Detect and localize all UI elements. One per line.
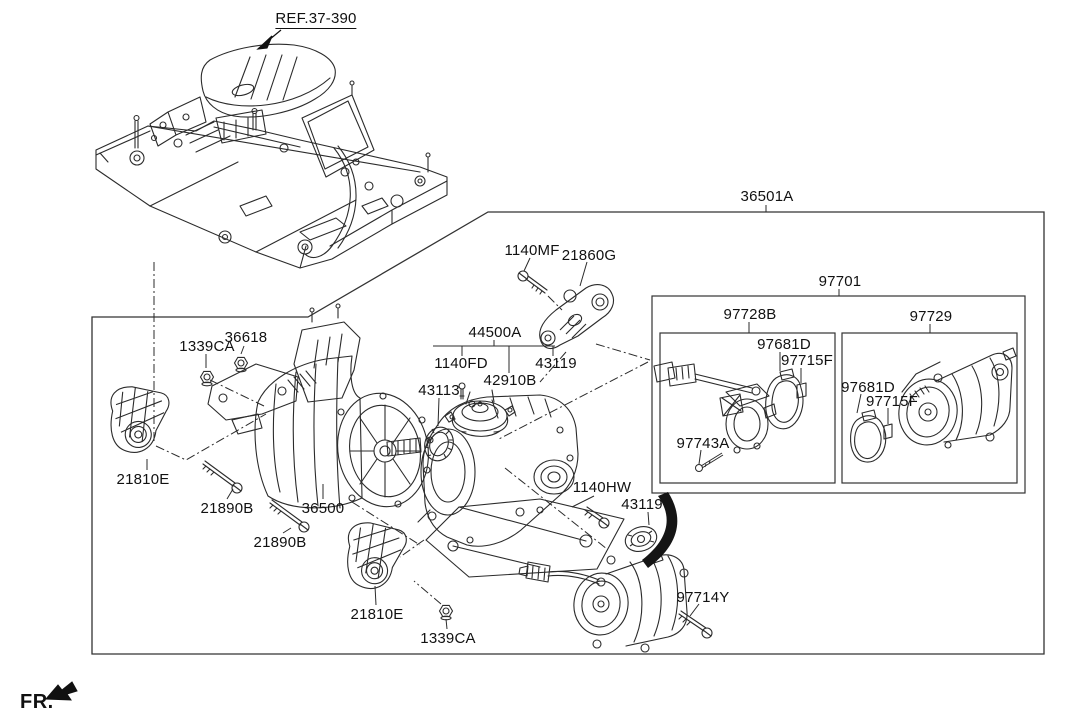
group-box-36501A bbox=[91, 211, 1045, 655]
roll-mount-21810E-left bbox=[106, 382, 175, 456]
part-label-21860G: 21860G bbox=[561, 247, 617, 264]
group-box-97701 bbox=[651, 295, 1026, 494]
nut-36618 bbox=[233, 356, 249, 373]
part-label-1140MF: 1140MF bbox=[504, 242, 560, 259]
part-label-97681D-1: 97681D bbox=[757, 336, 811, 353]
part-label-36501A: 36501A bbox=[740, 188, 794, 205]
part-label-36618: 36618 bbox=[224, 329, 268, 346]
part-label-44500A: 44500A bbox=[468, 324, 522, 341]
engine-subframe-sketch bbox=[95, 43, 448, 269]
bolt-21890B-2 bbox=[269, 499, 310, 533]
nut-1339CA-lower bbox=[438, 604, 454, 621]
part-label-43119-2: 43119 bbox=[621, 496, 663, 513]
part-label-97715F-1: 97715F bbox=[780, 352, 834, 369]
oil-seal-43113 bbox=[424, 426, 454, 462]
fr-direction-label: FR. bbox=[20, 691, 54, 713]
bolt-21890B-1 bbox=[202, 460, 243, 494]
part-label-42910B: 42910B bbox=[483, 372, 537, 389]
bolt-1140FD bbox=[458, 382, 466, 400]
part-label-43119-1: 43119 bbox=[535, 355, 577, 372]
part-label-21890B-2: 21890B bbox=[253, 534, 307, 551]
dash-dot-lines bbox=[153, 262, 651, 605]
compressor-assembly-bottom bbox=[518, 551, 689, 653]
bolt-1140MF bbox=[517, 270, 548, 295]
part-label-21810E-1: 21810E bbox=[116, 471, 170, 488]
part-label-36500: 36500 bbox=[301, 500, 345, 517]
oil-seal-43119-lower bbox=[624, 526, 658, 552]
curved-pointer-swoosh bbox=[642, 492, 678, 568]
actuator-42910B bbox=[444, 400, 516, 437]
bolt-97743A bbox=[695, 452, 724, 472]
part-label-97681D-2: 97681D bbox=[841, 379, 895, 396]
part-label-97714Y: 97714Y bbox=[676, 589, 730, 606]
roll-mount-21810E-bottom bbox=[344, 519, 411, 591]
gear-unit-44500A bbox=[417, 389, 625, 578]
ref-label: REF.37-390 bbox=[275, 10, 357, 29]
part-label-97743A: 97743A bbox=[676, 435, 730, 452]
part-label-1140FD: 1140FD bbox=[434, 355, 488, 372]
part-label-1339CA-1: 1339CA bbox=[179, 338, 235, 355]
part-label-21890B-1: 21890B bbox=[200, 500, 254, 517]
part-label-1140HW: 1140HW bbox=[572, 479, 632, 496]
part-label-97729: 97729 bbox=[909, 308, 953, 325]
ref-leader-arrow bbox=[256, 29, 282, 50]
part-label-97715F-2: 97715F bbox=[865, 393, 919, 410]
bolt-1140HW bbox=[584, 506, 610, 529]
nut-1339CA-upper bbox=[199, 370, 215, 387]
fr-direction-arrow-icon bbox=[44, 681, 78, 701]
kit-97728B-contents bbox=[653, 361, 807, 454]
part-label-21810E-2: 21810E bbox=[350, 606, 404, 623]
label-leader-lines bbox=[146, 205, 931, 630]
bolt-97714Y bbox=[678, 610, 713, 639]
part-label-97728B: 97728B bbox=[723, 306, 777, 323]
part-label-1339CA-2: 1339CA bbox=[420, 630, 476, 647]
part-label-43113: 43113 bbox=[418, 382, 460, 399]
bracket-21860G bbox=[539, 284, 615, 350]
kit-97729-contents bbox=[850, 347, 1017, 463]
part-label-97701: 97701 bbox=[818, 273, 862, 290]
